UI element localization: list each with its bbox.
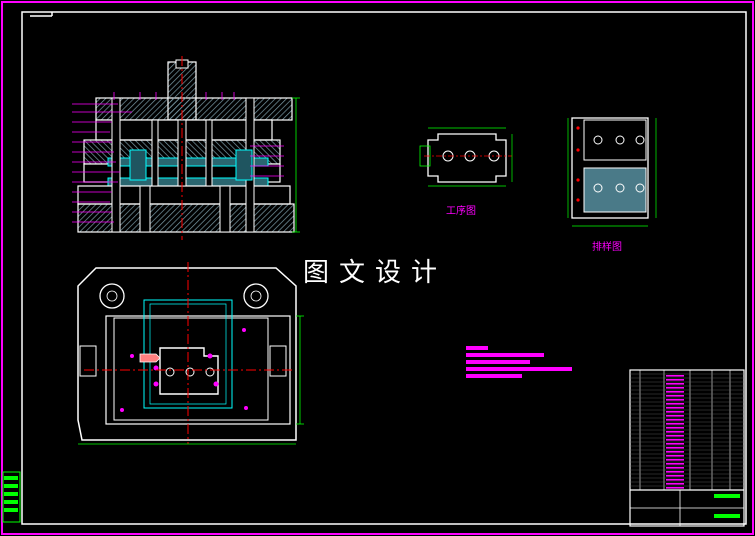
bom-row-text-mark	[666, 467, 684, 469]
bom-row-text-mark	[666, 395, 684, 397]
bom-row-text-mark	[666, 375, 684, 377]
strip-layout-drawing	[567, 117, 657, 227]
die-plan-view	[77, 262, 304, 445]
bom-row-text-mark	[666, 383, 684, 385]
bom-table	[629, 369, 745, 527]
bom-row-text-mark	[666, 427, 684, 429]
die-section-view	[72, 56, 300, 240]
bom-row-text-mark	[666, 415, 684, 417]
bom-row-text-mark	[666, 471, 684, 473]
bom-row-text-mark	[666, 483, 684, 485]
bom-row-text-mark	[666, 431, 684, 433]
bom-row-text-mark	[666, 455, 684, 457]
inner-frame	[21, 11, 747, 525]
process-drawing	[419, 127, 513, 187]
bom-row-text-mark	[666, 423, 684, 425]
bom-row-text-mark	[666, 419, 684, 421]
bom-row-text-mark	[666, 391, 684, 393]
strip-layout-label: 排样图	[592, 242, 622, 253]
bom-row-text-mark	[666, 443, 684, 445]
bom-row-text-mark	[666, 439, 684, 441]
bom-row-text-mark	[666, 463, 684, 465]
bom-row-text-mark	[666, 447, 684, 449]
bom-row-text-mark	[666, 411, 684, 413]
bom-row-text-mark	[666, 435, 684, 437]
watermark-text: 图文设计	[303, 258, 448, 288]
bom-row-text-mark	[666, 407, 684, 409]
bom-row-text-mark	[666, 387, 684, 389]
bom-row-text-mark	[666, 487, 684, 489]
bom-row-text-mark	[666, 459, 684, 461]
left-margin-stamp	[2, 471, 21, 523]
technical-notes-block	[466, 346, 572, 378]
bom-row-text-mark	[666, 403, 684, 405]
bom-row-text-mark	[666, 451, 684, 453]
bom-row-text-mark	[666, 399, 684, 401]
bom-row-text-mark	[666, 379, 684, 381]
process-drawing-label: 工序图	[446, 206, 476, 217]
bom-row-text-mark	[666, 475, 684, 477]
bom-row-text-mark	[666, 479, 684, 481]
